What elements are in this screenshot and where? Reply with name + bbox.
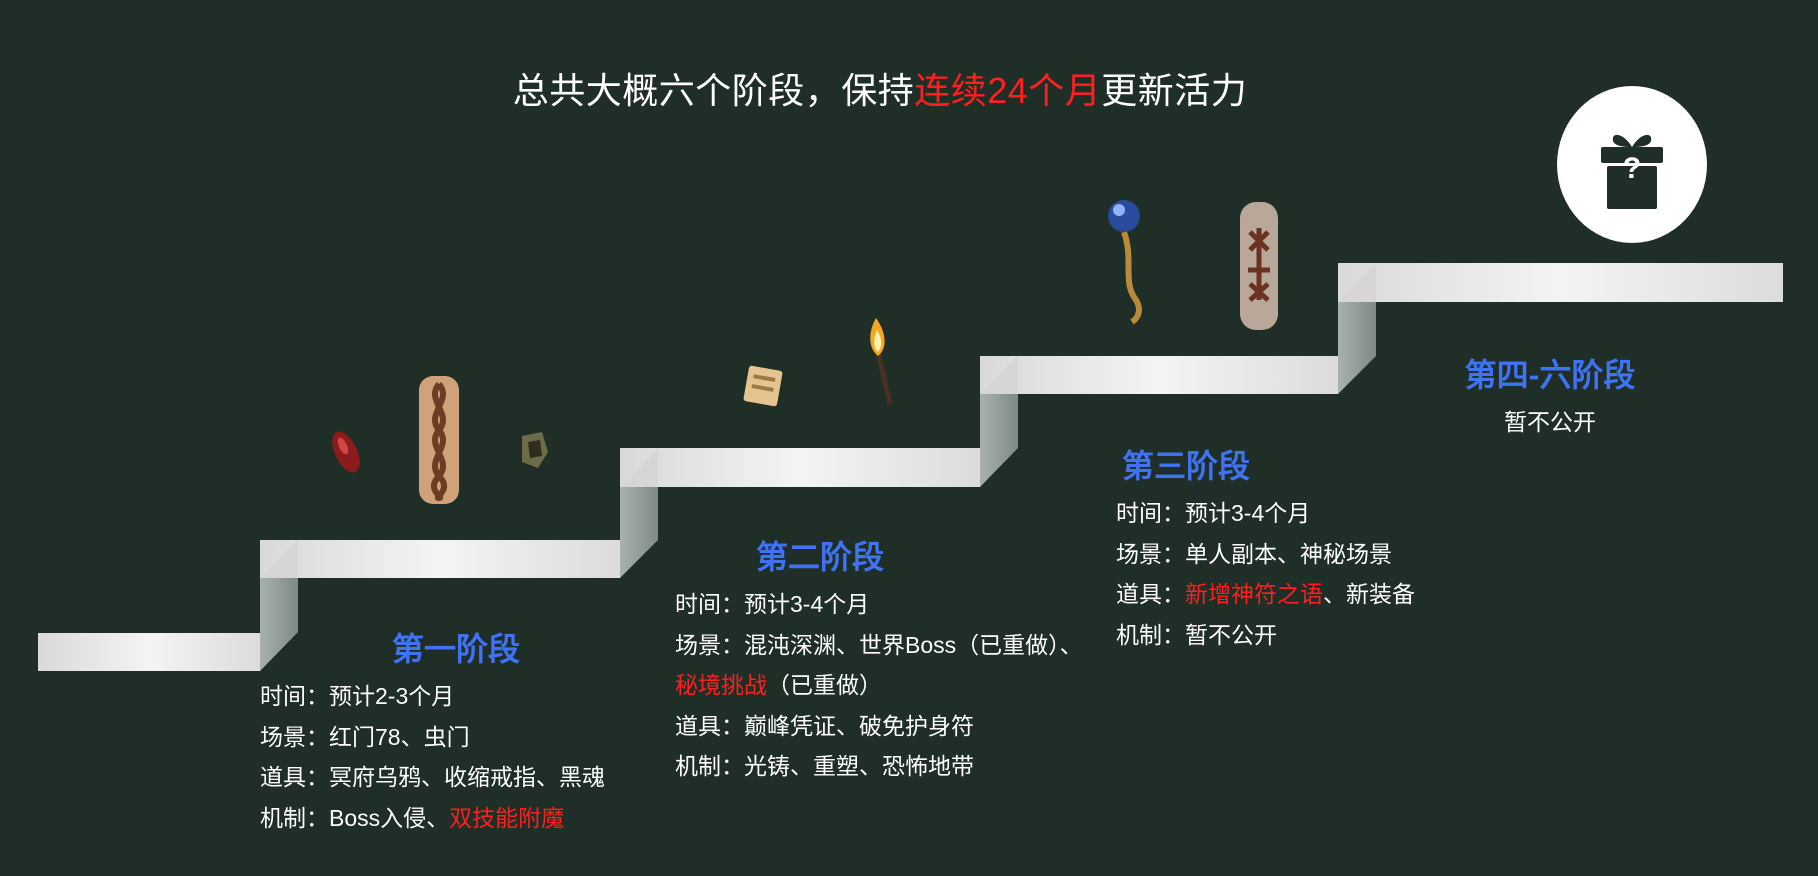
stage4-6-note: 暂不公开 <box>1504 409 1596 435</box>
rune-tablet-icon <box>419 376 459 504</box>
mystery-gift-icon: ? <box>1557 86 1707 243</box>
mech-value: Boss入侵、 <box>329 804 450 831</box>
scene-label: 场景： <box>675 631 744 658</box>
stage1-time-row: 时间：预计2-3个月 <box>260 676 605 717</box>
amulet-icon <box>522 432 548 468</box>
page-title: 总共大概六个阶段，保持连续24个月更新活力 <box>0 62 1760 114</box>
time-value: 预计3-4个月 <box>744 591 870 617</box>
title-text-1: 总共大概六个阶段，保持 <box>512 70 915 111</box>
stage1-items-row: 道具：冥府乌鸦、收缩戒指、黑魂 <box>260 757 605 798</box>
time-label: 时间： <box>1116 500 1185 526</box>
items-highlight: 新增神符之语 <box>1185 581 1323 607</box>
time-value: 预计2-3个月 <box>329 683 455 709</box>
stage2-info: 时间：预计3-4个月 场景：混沌深渊、世界Boss（已重做）、 秘境挑战（已重做… <box>675 584 1083 787</box>
scene-value: 红门78、虫门 <box>329 723 470 750</box>
items-label: 道具： <box>260 764 329 790</box>
mech-highlight: 双技能附魔 <box>449 804 565 831</box>
stage3-mech-row: 机制：暂不公开 <box>1116 615 1415 656</box>
stage1-mech-row: 机制：Boss入侵、双技能附魔 <box>260 798 605 839</box>
scene-value: 混沌深渊、世界Boss（已重做）、 <box>744 631 1083 658</box>
stage4-6-title: 第四-六阶段 <box>1464 357 1636 393</box>
torch-icon <box>870 318 893 405</box>
time-label: 时间： <box>675 591 744 617</box>
step3-tread <box>980 356 1338 394</box>
title-text-2: 更新活力 <box>1101 70 1248 111</box>
stage2-title: 第二阶段 <box>755 539 884 575</box>
stage2-time-row: 时间：预计3-4个月 <box>675 584 1083 625</box>
time-label: 时间： <box>260 683 329 709</box>
step-base <box>38 633 260 671</box>
step1-tread <box>260 540 620 578</box>
mech-value: 光铸、重塑、恐怖地带 <box>744 753 974 779</box>
items-label: 道具： <box>1116 581 1185 607</box>
gift-question-mark: ? <box>1622 152 1642 185</box>
scene-label: 场景： <box>260 723 329 750</box>
title-highlight: 连续24个月 <box>914 70 1102 111</box>
mech-label: 机制： <box>1116 621 1185 648</box>
mech-value: 暂不公开 <box>1185 621 1277 648</box>
stage2-scene-row-2: 秘境挑战（已重做） <box>675 665 1083 706</box>
scene-label: 场景： <box>1116 540 1185 567</box>
scene-value: 单人副本、神秘场景 <box>1185 540 1392 567</box>
items-value: 巅峰凭证、破免护身符 <box>744 712 974 739</box>
stage3-time-row: 时间：预计3-4个月 <box>1116 493 1415 534</box>
items-label: 道具： <box>675 712 744 739</box>
red-gem-icon <box>332 431 360 473</box>
mech-label: 机制： <box>675 753 744 779</box>
stage3-info: 时间：预计3-4个月 场景：单人副本、神秘场景 道具：新增神符之语、新装备 机制… <box>1116 493 1415 655</box>
step4-tread <box>1338 263 1783 302</box>
bone-charm-icon <box>1240 202 1278 330</box>
stage1-scene-row: 场景：红门78、虫门 <box>260 717 605 758</box>
scene-highlight: 秘境挑战 <box>675 672 767 698</box>
orb-staff-icon <box>1108 200 1142 325</box>
stage3-items-row: 道具：新增神符之语、新装备 <box>1116 574 1415 615</box>
stage3-title: 第三阶段 <box>1121 448 1250 484</box>
stage1-info: 时间：预计2-3个月 场景：红门78、虫门 道具：冥府乌鸦、收缩戒指、黑魂 机制… <box>260 676 605 838</box>
stage2-mech-row: 机制：光铸、重塑、恐怖地带 <box>675 746 1083 787</box>
items-tail: 、新装备 <box>1323 581 1415 607</box>
items-value: 冥府乌鸦、收缩戒指、黑魂 <box>329 764 605 790</box>
scroll-icon <box>743 365 783 407</box>
stage2-items-row: 道具：巅峰凭证、破免护身符 <box>675 706 1083 747</box>
stage3-scene-row: 场景：单人副本、神秘场景 <box>1116 534 1415 575</box>
stage2-scene-row: 场景：混沌深渊、世界Boss（已重做）、 <box>675 625 1083 666</box>
time-value: 预计3-4个月 <box>1185 500 1311 526</box>
mech-label: 机制： <box>260 804 329 831</box>
scene-tail: （已重做） <box>767 672 882 698</box>
stage1-title: 第一阶段 <box>391 631 520 667</box>
